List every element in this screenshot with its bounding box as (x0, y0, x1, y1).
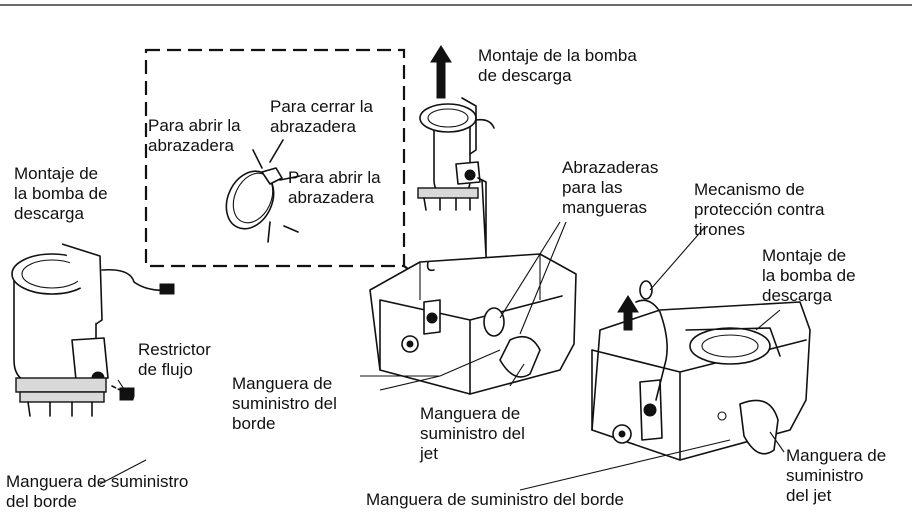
label-line: del jet (786, 486, 832, 505)
label-line: protección contra (694, 200, 825, 219)
label-line: Montaje de la bomba (478, 46, 637, 65)
label-line: suministro (786, 466, 864, 485)
label-line: jet (420, 444, 438, 463)
label-line: Abrazaderas (562, 158, 659, 177)
tank-right (591, 280, 811, 461)
label-jet-supply-hose-mid: Manguera de suministro del jet (420, 404, 525, 464)
label-line: Manguera de (232, 374, 333, 393)
label-line: Para abrir la (148, 116, 241, 135)
label-line: abrazadera (288, 188, 375, 207)
label-jet-supply-hose-right: Manguera de suministro del jet (786, 446, 886, 506)
label-line: suministro del (420, 424, 525, 443)
label-close-clamp: Para cerrar la abrazadera (270, 97, 373, 137)
label-line: de flujo (138, 360, 193, 379)
label-strain-relief: Mecanismo de protección contra tirones (694, 180, 824, 240)
label-line: Montaje de (14, 164, 99, 183)
label-line: Mecanismo de (694, 180, 805, 199)
pump-assembly-lifted (417, 45, 495, 331)
label-line: del borde (6, 492, 77, 511)
label-line: tirones (694, 220, 746, 239)
label-pump-assembly-right: Montaje de la bomba de descarga (762, 246, 856, 306)
label-line: Montaje de (762, 246, 847, 265)
label-pump-assembly-left: Montaje de la bomba de descarga (14, 164, 108, 224)
label-hose-clamps: Abrazaderas para las mangueras (562, 158, 658, 218)
label-line: abrazadera (270, 117, 357, 136)
label-line: descarga (762, 286, 832, 305)
label-line: Restrictor (138, 340, 211, 359)
label-line: suministro del (232, 394, 337, 413)
label-flow-restrictor: Restrictor de flujo (138, 340, 211, 380)
label-open-clamp-left: Para abrir la abrazadera (148, 116, 241, 156)
label-line: la bomba de (762, 266, 856, 285)
pump-assembly-left (11, 243, 175, 463)
label-line: descarga (14, 204, 84, 223)
label-line: Manguera de suministro del borde (366, 490, 624, 509)
leader-lines (99, 221, 785, 491)
clamp-detail-box (144, 48, 406, 268)
label-line: Manguera de (786, 446, 887, 465)
label-line: Para cerrar la (270, 97, 373, 116)
label-rim-supply-hose-mid: Manguera de suministro del borde (232, 374, 337, 434)
hose-clamp-detail (225, 139, 301, 243)
label-line: para las (562, 178, 623, 197)
label-line: abrazadera (148, 136, 235, 155)
label-rim-supply-hose-bottom: Manguera de suministro del borde (366, 490, 624, 510)
label-line: de descarga (478, 66, 572, 85)
label-line: Para abrir la (288, 168, 381, 187)
label-rim-supply-hose-left: Manguera de suministro del borde (6, 472, 188, 512)
label-open-clamp-right: Para abrir la abrazadera (288, 168, 381, 208)
label-pump-assembly-top: Montaje de la bomba de descarga (478, 46, 637, 86)
label-line: la bomba de (14, 184, 108, 203)
label-line: mangueras (562, 198, 648, 217)
label-line: Manguera de (420, 404, 521, 423)
label-line: Manguera de suministro (6, 472, 189, 491)
label-line: borde (232, 414, 276, 433)
tank-middle (369, 253, 577, 395)
